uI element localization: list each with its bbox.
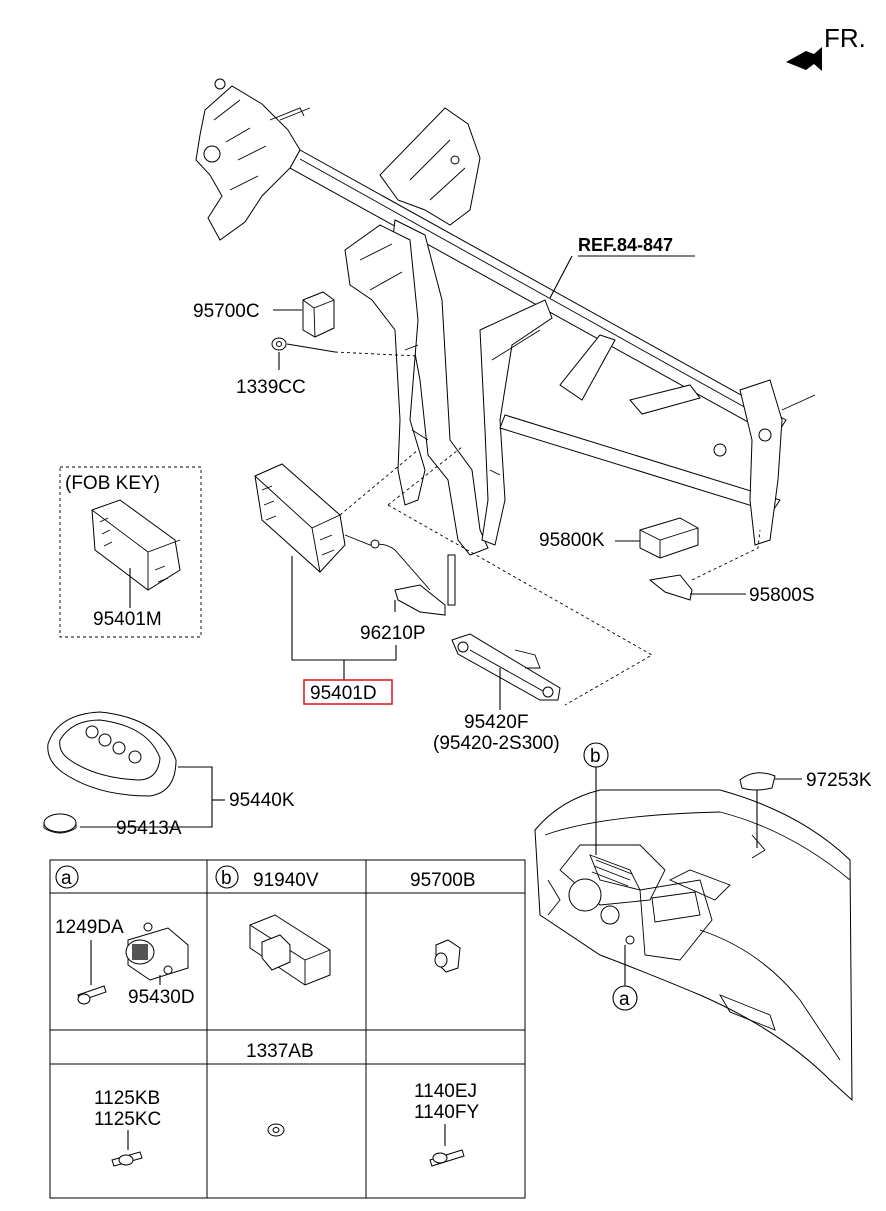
switch-95430D-icon [125, 922, 189, 981]
part-97253K [739, 772, 776, 791]
label-95800K: 95800K [539, 530, 605, 551]
label-95420-2S300: (95420-2S300) [433, 733, 560, 754]
battery-95413A-icon [43, 813, 77, 834]
label-1249DA: 1249DA [55, 917, 124, 938]
bolt-1140EJ-icon [429, 1149, 465, 1167]
label-96210P: 96210P [360, 623, 426, 644]
label-1339CC: 1339CC [236, 377, 306, 398]
table-header-91940V: 91940V [253, 870, 319, 891]
smart-key-fob-icon [47, 711, 177, 797]
label-1125KC: 1125KC [94, 1109, 161, 1130]
label-1140FY: 1140FY [414, 1102, 479, 1123]
table-marker-a-circle [55, 865, 79, 889]
label-95413A: 95413A [116, 818, 182, 839]
fob-key-group-box [59, 466, 202, 638]
screw-1249DA-icon [77, 985, 107, 1005]
part-95401M-module [91, 499, 181, 591]
part-95800K [639, 517, 699, 559]
marker-a-label: a [619, 989, 630, 1010]
label-95420F: 95420F [464, 712, 528, 733]
label-95440K: 95440K [229, 790, 295, 811]
front-direction-arrow-icon [786, 47, 822, 71]
table-header-1337AB: 1337AB [246, 1041, 314, 1062]
front-direction-label: FR. [824, 23, 866, 53]
label-1140EJ: 1140EJ [414, 1081, 477, 1102]
highlight-box-95401D [303, 679, 393, 705]
cowl-cross-bar-frame [195, 78, 816, 556]
label-95401M: 95401M [93, 609, 162, 630]
dashboard-assembly [534, 789, 853, 1102]
label-95800S: 95800S [749, 585, 815, 606]
label-1125KB: 1125KB [94, 1088, 160, 1109]
label-fob-key: (FOB KEY) [65, 473, 160, 494]
part-96210P-antenna [394, 554, 456, 616]
table-marker-a: a [61, 868, 72, 889]
connector-91940V-icon [249, 914, 331, 986]
label-95430D: 95430D [128, 987, 195, 1008]
part-95401D-module [254, 463, 431, 591]
part-95800S [648, 574, 693, 601]
nut-1339CC [271, 337, 287, 351]
parts-table [49, 859, 526, 1199]
nut-1337AB-icon [267, 1123, 285, 1137]
reference-label: REF.84-847 [578, 235, 673, 255]
bolt-1125KB-icon [111, 1151, 143, 1167]
table-marker-b-circle [215, 865, 239, 889]
clip-95700B-icon [434, 939, 461, 973]
marker-b-label: b [590, 746, 601, 767]
label-95401D: 95401D [310, 683, 377, 704]
part-95420F [451, 633, 561, 701]
table-marker-b: b [221, 868, 232, 889]
label-95700C: 95700C [193, 301, 260, 322]
table-header-95700B: 95700B [410, 870, 476, 891]
label-97253K: 97253K [806, 770, 872, 791]
part-95700C [302, 291, 335, 338]
